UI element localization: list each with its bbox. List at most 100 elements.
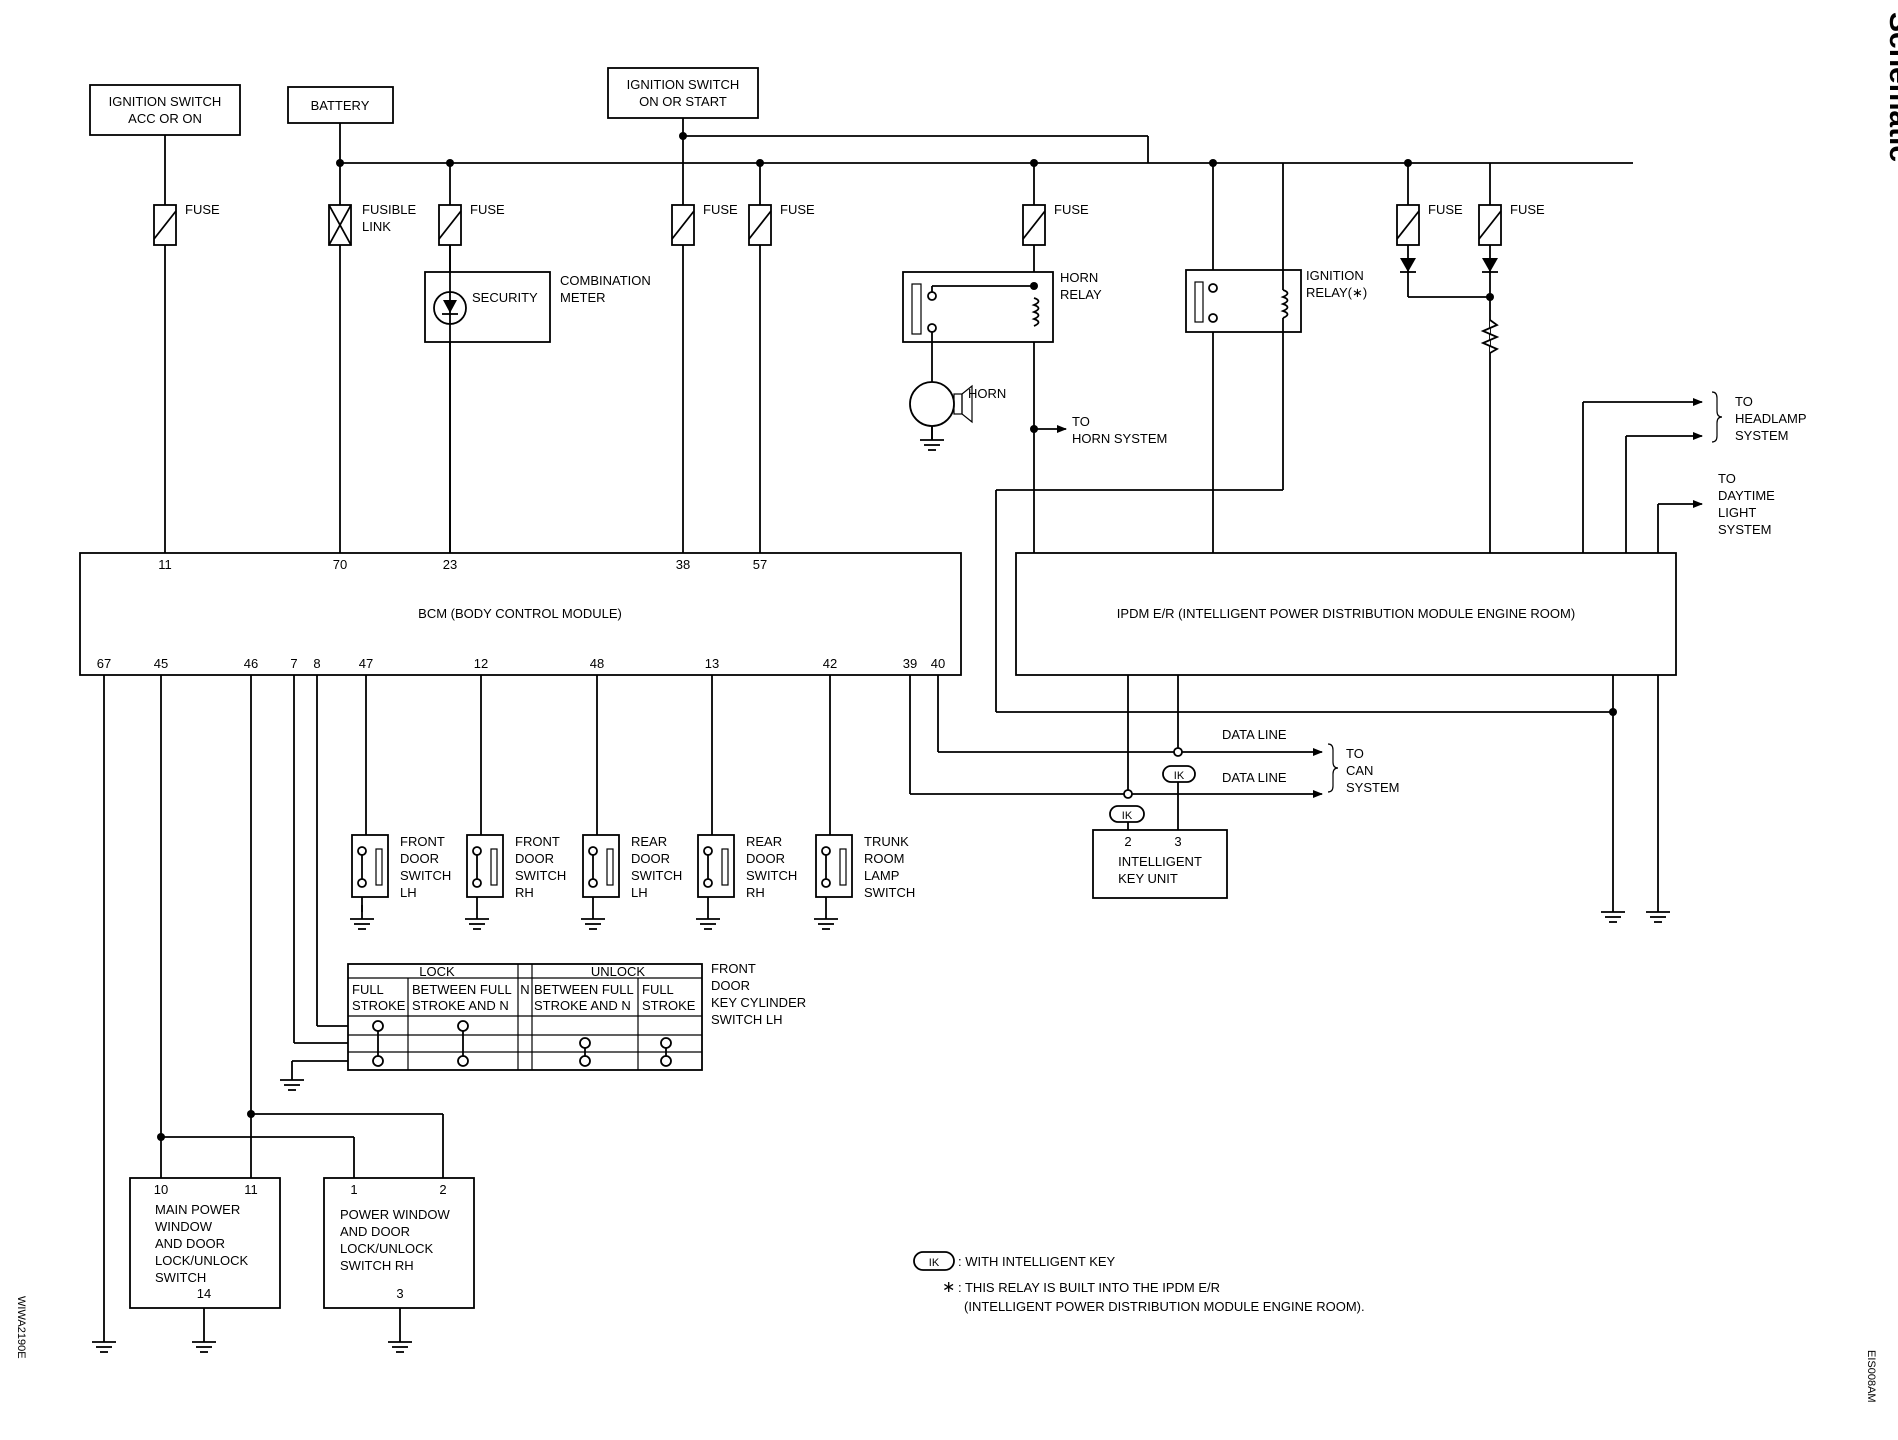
svg-text:TO: TO (1072, 414, 1090, 429)
svg-text:SYSTEM: SYSTEM (1718, 522, 1771, 537)
svg-text:14: 14 (197, 1286, 211, 1301)
svg-text:∗: ∗ (942, 1279, 955, 1296)
power-window-switch-rh: 1 2 3 POWER WINDOW AND DOOR LOCK/UNLOCK … (323, 1177, 475, 1309)
svg-text:SYSTEM: SYSTEM (1735, 428, 1788, 443)
front-door-switch-rh: FRONT DOOR SWITCH RH (464, 834, 566, 930)
svg-text:2: 2 (439, 1182, 446, 1197)
ik-tag: IK IK (1109, 765, 1196, 823)
svg-text:LIGHT: LIGHT (1718, 505, 1756, 520)
bcm-module: BCM (BODY CONTROL MODULE) 11 70 23 38 57… (79, 552, 962, 676)
svg-text:IK: IK (1122, 810, 1133, 822)
key-cylinder-switch-table: LOCK UNLOCK N FULL STROKE BETWEEN FULL S… (347, 963, 703, 1071)
svg-text:LINK: LINK (362, 219, 391, 234)
svg-text:LOCK/UNLOCK: LOCK/UNLOCK (155, 1253, 249, 1268)
svg-text:70: 70 (333, 557, 347, 572)
svg-text:SWITCH: SWITCH (864, 885, 915, 900)
svg-text:FRONT: FRONT (400, 834, 445, 849)
svg-text:7: 7 (290, 656, 297, 671)
svg-text:FUSE: FUSE (470, 202, 505, 217)
svg-text:FRONT: FRONT (515, 834, 560, 849)
svg-text:3: 3 (1174, 834, 1181, 849)
svg-text:46: 46 (244, 656, 258, 671)
svg-text:SWITCH LH: SWITCH LH (711, 1012, 783, 1027)
fuse-label: FUSE (185, 202, 220, 217)
svg-text:IK: IK (929, 1257, 940, 1269)
rear-door-switch-rh: REAR DOOR SWITCH RH (695, 834, 797, 930)
svg-text:23: 23 (443, 557, 457, 572)
svg-text:KEY CYLINDER: KEY CYLINDER (711, 995, 806, 1010)
svg-text:STROKE AND N: STROKE AND N (534, 998, 631, 1013)
svg-text:45: 45 (154, 656, 168, 671)
main-power-window-switch: 10 11 14 MAIN POWER WINDOW AND DOOR LOCK… (129, 1177, 281, 1309)
svg-text:SWITCH: SWITCH (631, 868, 682, 883)
svg-text:SYSTEM: SYSTEM (1346, 780, 1399, 795)
ignition-switch-on-box: IGNITION SWITCH ON OR START (607, 67, 759, 119)
svg-text:TO: TO (1735, 394, 1753, 409)
svg-text:57: 57 (753, 557, 767, 572)
battery-box: BATTERY (287, 86, 394, 124)
svg-text:STROKE AND N: STROKE AND N (412, 998, 509, 1013)
svg-text:12: 12 (474, 656, 488, 671)
svg-text:SWITCH: SWITCH (155, 1270, 206, 1285)
svg-text:67: 67 (97, 656, 111, 671)
svg-text:FRONT: FRONT (711, 961, 756, 976)
svg-text:BETWEEN FULL: BETWEEN FULL (412, 982, 512, 997)
svg-text:FUSE: FUSE (703, 202, 738, 217)
svg-text:REAR: REAR (746, 834, 782, 849)
svg-text:IK: IK (1174, 770, 1185, 782)
svg-text:KEY UNIT: KEY UNIT (1118, 871, 1178, 886)
svg-text:BATTERY: BATTERY (311, 98, 370, 113)
svg-text:FUSE: FUSE (1428, 202, 1463, 217)
svg-text:LOCK/UNLOCK: LOCK/UNLOCK (340, 1241, 434, 1256)
svg-text:AND DOOR: AND DOOR (340, 1224, 410, 1239)
svg-text:LOCK: LOCK (419, 964, 455, 979)
svg-text:TRUNK: TRUNK (864, 834, 909, 849)
svg-text:RELAY: RELAY (1060, 287, 1102, 302)
svg-text:HORN: HORN (968, 386, 1006, 401)
data-line-label: DATA LINE (1222, 727, 1287, 742)
svg-text:SWITCH: SWITCH (400, 868, 451, 883)
svg-text:REAR: REAR (631, 834, 667, 849)
trunk-room-lamp-switch: TRUNK ROOM LAMP SWITCH (813, 834, 915, 930)
svg-text:COMBINATION: COMBINATION (560, 273, 651, 288)
svg-text:DOOR: DOOR (711, 978, 750, 993)
bcm-label: BCM (BODY CONTROL MODULE) (418, 606, 622, 621)
svg-text:BETWEEN FULL: BETWEEN FULL (534, 982, 634, 997)
svg-text:FUSE: FUSE (1510, 202, 1545, 217)
horn-icon (909, 381, 973, 427)
svg-text:STROKE: STROKE (642, 998, 696, 1013)
svg-text:FUSIBLE: FUSIBLE (362, 202, 417, 217)
svg-text:DOOR: DOOR (515, 851, 554, 866)
svg-text:STROKE: STROKE (352, 998, 406, 1013)
svg-text:LH: LH (400, 885, 417, 900)
svg-text:ON OR START: ON OR START (639, 94, 727, 109)
svg-text:HORN: HORN (1060, 270, 1098, 285)
svg-text:IGNITION SWITCH: IGNITION SWITCH (627, 77, 740, 92)
svg-text:TO: TO (1346, 746, 1364, 761)
ignition-switch-acc-box: IGNITION SWITCH ACC OR ON (89, 84, 241, 136)
svg-text:11: 11 (158, 557, 172, 572)
svg-text:RH: RH (746, 885, 765, 900)
svg-text:ROOM: ROOM (864, 851, 904, 866)
svg-text:40: 40 (931, 656, 945, 671)
page-title: Schematic (1883, 12, 1898, 162)
ipdm-er-module: IPDM E/R (INTELLIGENT POWER DISTRIBUTION… (1015, 552, 1677, 676)
horn-relay (902, 271, 1054, 343)
svg-text:42: 42 (823, 656, 837, 671)
svg-text:SWITCH RH: SWITCH RH (340, 1258, 414, 1273)
svg-text:: WITH INTELLIGENT KEY: : WITH INTELLIGENT KEY (958, 1254, 1116, 1269)
combination-meter: SECURITY (424, 271, 551, 343)
svg-text:HEADLAMP: HEADLAMP (1735, 411, 1807, 426)
svg-text:AND DOOR: AND DOOR (155, 1236, 225, 1251)
diagram-code-right: EIS008AM (1865, 1350, 1877, 1403)
svg-text:2: 2 (1124, 834, 1131, 849)
svg-text:CAN: CAN (1346, 763, 1373, 778)
rear-door-switch-lh: REAR DOOR SWITCH LH (580, 834, 682, 930)
svg-text:RELAY(∗): RELAY(∗) (1306, 285, 1367, 300)
ipdm-label: IPDM E/R (INTELLIGENT POWER DISTRIBUTION… (1117, 606, 1575, 621)
svg-text:SECURITY: SECURITY (472, 290, 538, 305)
svg-text:FULL: FULL (352, 982, 384, 997)
svg-text:DOOR: DOOR (631, 851, 670, 866)
svg-text:SWITCH: SWITCH (515, 868, 566, 883)
